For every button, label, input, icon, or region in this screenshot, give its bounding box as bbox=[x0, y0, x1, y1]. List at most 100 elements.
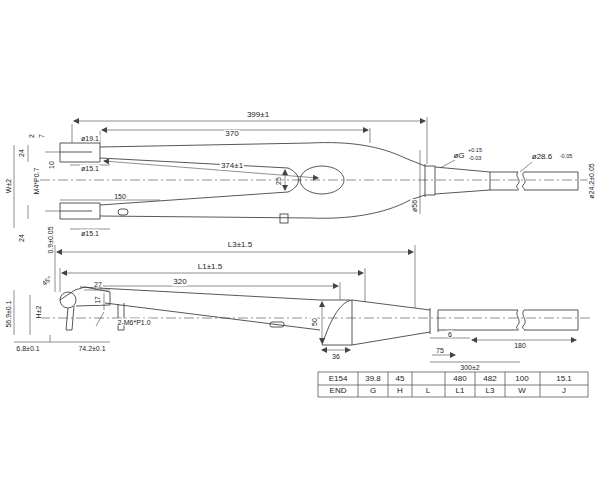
drawing-line bbox=[285, 170, 286, 190]
drawing-line bbox=[14, 145, 15, 228]
drawing-line bbox=[80, 287, 350, 300]
drawing-line bbox=[100, 143, 425, 166]
drawing-line bbox=[96, 312, 104, 326]
dimension-label: 75 bbox=[435, 347, 445, 354]
dimension-label: ø24.2±0.05 bbox=[588, 162, 595, 199]
drawing-line bbox=[14, 335, 110, 342]
drawing-line bbox=[280, 214, 288, 223]
dimension-label: 320 bbox=[172, 278, 187, 286]
drawing-line bbox=[270, 322, 284, 327]
drawing-line bbox=[523, 172, 526, 190]
dimension-label: -0.05 bbox=[559, 154, 574, 160]
table-cell: 15.1 bbox=[555, 375, 573, 383]
drawing-line bbox=[70, 165, 110, 229]
drawing-line bbox=[432, 355, 455, 356]
drawing-line bbox=[322, 350, 350, 351]
table-cell: 100 bbox=[514, 375, 529, 383]
table-cell: L1 bbox=[455, 387, 466, 395]
dimension-label: 24 bbox=[18, 233, 25, 243]
table-cell: L3 bbox=[485, 387, 496, 395]
table-cell: END bbox=[329, 387, 348, 395]
drawing-line bbox=[74, 121, 425, 122]
dimension-label: ø15.1 bbox=[80, 230, 100, 237]
dimension-label: 24 bbox=[18, 148, 25, 158]
drawing-line bbox=[438, 310, 518, 330]
dimension-label: ø28.6 bbox=[531, 153, 553, 161]
dimension-label: 7 bbox=[38, 133, 45, 139]
drawing-line bbox=[84, 290, 110, 310]
dimension-label: 56.9±0.1 bbox=[5, 299, 12, 328]
dimension-label: 6 bbox=[447, 331, 453, 338]
drawing-line bbox=[425, 166, 435, 195]
dimension-label: 2-M6*P1.0 bbox=[116, 319, 151, 326]
dimension-label: 150 bbox=[113, 193, 127, 200]
dimension-label: 370 bbox=[224, 130, 239, 138]
table-cell: 482 bbox=[482, 375, 497, 383]
drawing-line bbox=[440, 160, 532, 172]
drawing-line bbox=[100, 128, 370, 143]
drawing-line bbox=[60, 268, 365, 302]
dimension-label: 17 bbox=[95, 295, 102, 304]
drawing-line bbox=[60, 143, 100, 162]
drawing-line bbox=[62, 273, 363, 274]
drawing-line bbox=[425, 164, 435, 197]
drawing-line bbox=[524, 172, 578, 190]
drawing-line bbox=[318, 385, 588, 386]
dimension-label: 399±1 bbox=[246, 111, 270, 119]
dimension-label: +0.15 bbox=[467, 148, 483, 154]
drawing-line bbox=[97, 286, 338, 287]
drawing-line bbox=[55, 245, 415, 308]
dimension-label: 2 bbox=[28, 133, 35, 139]
table-cell: 39.8 bbox=[364, 375, 382, 383]
dimension-label: 6.8±0.1 bbox=[15, 345, 40, 352]
drawing-line bbox=[435, 167, 490, 194]
dimension-label: H±2 bbox=[35, 305, 42, 320]
drawing-line bbox=[322, 300, 352, 345]
table-cell: G bbox=[369, 387, 377, 395]
dimension-label: 0.9±0.05 bbox=[47, 225, 54, 254]
dimension-label: W±2 bbox=[5, 178, 12, 194]
dimension-label: L1±1.5 bbox=[197, 263, 223, 271]
drawing-line bbox=[430, 308, 438, 334]
drawing-line bbox=[40, 180, 590, 181]
dimension-label: 45° bbox=[40, 274, 54, 287]
dimension-label: M4*P0.7 bbox=[33, 167, 40, 196]
top-view bbox=[14, 117, 590, 229]
table-cell: 45 bbox=[395, 375, 406, 383]
dimension-label: ø56 bbox=[411, 199, 418, 213]
side-view bbox=[14, 245, 590, 362]
drawing-line bbox=[100, 158, 299, 205]
drawing-line bbox=[104, 161, 318, 178]
drawing-line bbox=[14, 117, 532, 229]
table-cell: J bbox=[561, 387, 567, 395]
drawing-line bbox=[430, 338, 520, 362]
dimension-label: 50 bbox=[311, 317, 318, 327]
drawing-line bbox=[72, 117, 427, 164]
drawing-line bbox=[57, 252, 413, 253]
drawing-line bbox=[45, 152, 60, 211]
drawing-line bbox=[420, 150, 421, 214]
table-cell: H bbox=[396, 387, 404, 395]
dimension-label: 180 bbox=[513, 342, 527, 349]
drawing-line bbox=[322, 302, 323, 343]
dimension-label: 374±1 bbox=[220, 162, 244, 170]
drawing-line bbox=[524, 310, 578, 330]
table-cell: E154 bbox=[328, 375, 349, 383]
drawing-line bbox=[490, 172, 518, 190]
dimension-label: øG bbox=[452, 152, 465, 160]
dimension-label: 10 bbox=[48, 160, 55, 170]
drawing-line bbox=[14, 290, 30, 335]
drawing-line bbox=[66, 303, 124, 330]
drawing-line bbox=[100, 195, 425, 218]
dimension-label: 36 bbox=[331, 353, 341, 360]
drawing-line bbox=[517, 172, 520, 190]
drawing-line bbox=[118, 209, 128, 215]
drawing-line bbox=[472, 340, 576, 341]
drawing-line bbox=[28, 145, 29, 219]
drawing-line bbox=[352, 300, 430, 345]
dimension-label: 300±2 bbox=[459, 364, 480, 371]
drawing-line bbox=[60, 200, 160, 201]
drawing-line bbox=[318, 372, 588, 397]
